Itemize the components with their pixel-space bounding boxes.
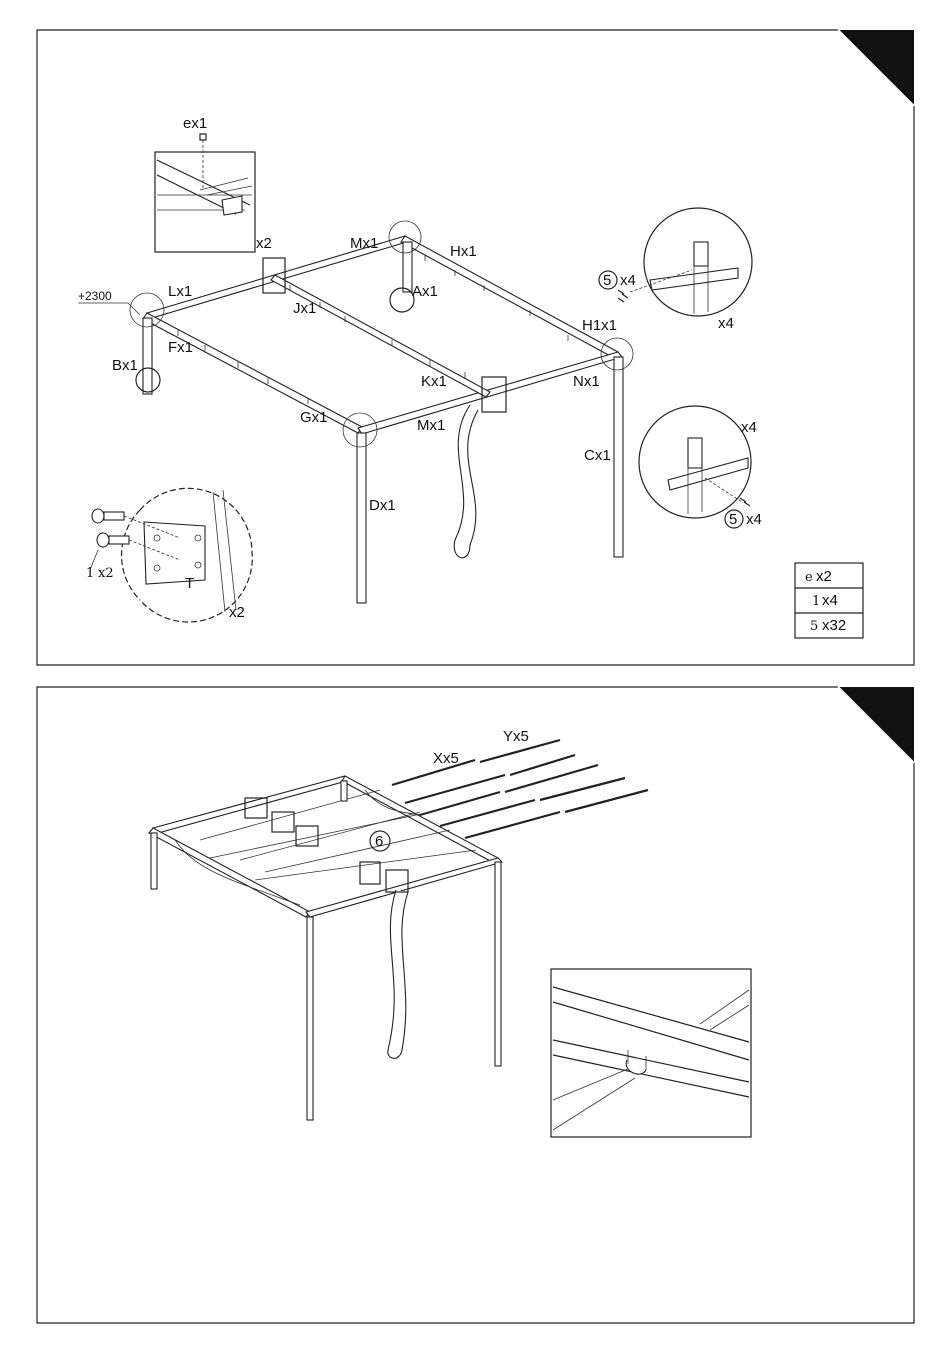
label-dx1: Dx1	[369, 497, 396, 514]
parts-row-2-glyph: 1	[812, 594, 820, 609]
label-h1x1: H1x1	[582, 317, 617, 334]
label-t: T	[185, 575, 194, 592]
label-five-x4-bottom: x4	[746, 511, 762, 528]
clip-detail-inset	[551, 969, 751, 1137]
plate-detail-t	[90, 488, 252, 622]
parts-row-3-glyph: 5	[810, 619, 818, 634]
label-lx1: Lx1	[168, 283, 192, 300]
label-gx1: Gx1	[300, 409, 328, 426]
label-ex1: ex1	[183, 115, 207, 132]
bolt-glyph: 1	[86, 566, 94, 581]
label-x2-top: x2	[256, 235, 272, 252]
step-2-panel: Xx5 Yx5	[37, 687, 914, 1323]
label-mx1-top: Mx1	[350, 235, 378, 252]
ex1-detail-inset	[155, 134, 255, 252]
step-1-panel: ex1	[37, 30, 914, 665]
parts-row-1-glyph: e	[805, 570, 813, 585]
circled-five-bottom: 5	[729, 511, 737, 528]
label-cx1: Cx1	[584, 447, 611, 464]
label-x4-detail-top: x4	[718, 315, 734, 332]
label-bx1: Bx1	[112, 357, 138, 374]
label-bolt-x2: x2	[98, 566, 114, 581]
label-fx1: Fx1	[168, 339, 193, 356]
parts-row-1-qty: x2	[816, 568, 832, 585]
label-plus2300: +2300	[78, 289, 112, 303]
label-five-x4-top: x4	[620, 272, 636, 289]
parts-row-3-qty: x32	[822, 617, 846, 634]
label-ax1: Ax1	[412, 283, 438, 300]
label-mx1-bottom: Mx1	[417, 417, 445, 434]
label-jx1: Jx1	[293, 300, 316, 317]
corner-detail-bottom	[639, 406, 751, 518]
pergola-frame-step2	[149, 776, 502, 1120]
label-kx1: Kx1	[421, 373, 447, 390]
label-x2-detail: x2	[229, 604, 245, 621]
corner-detail-top	[630, 208, 752, 316]
circled-five-top: 5	[603, 272, 611, 289]
label-xx5: Xx5	[433, 750, 459, 767]
label-hx1: Hx1	[450, 243, 477, 260]
label-yx5: Yx5	[503, 728, 529, 745]
circled-six: 6	[375, 833, 383, 850]
parts-row-2-qty: x4	[822, 592, 838, 609]
label-x4-detail-bottom: x4	[741, 419, 757, 436]
label-nx1: Nx1	[573, 373, 600, 390]
